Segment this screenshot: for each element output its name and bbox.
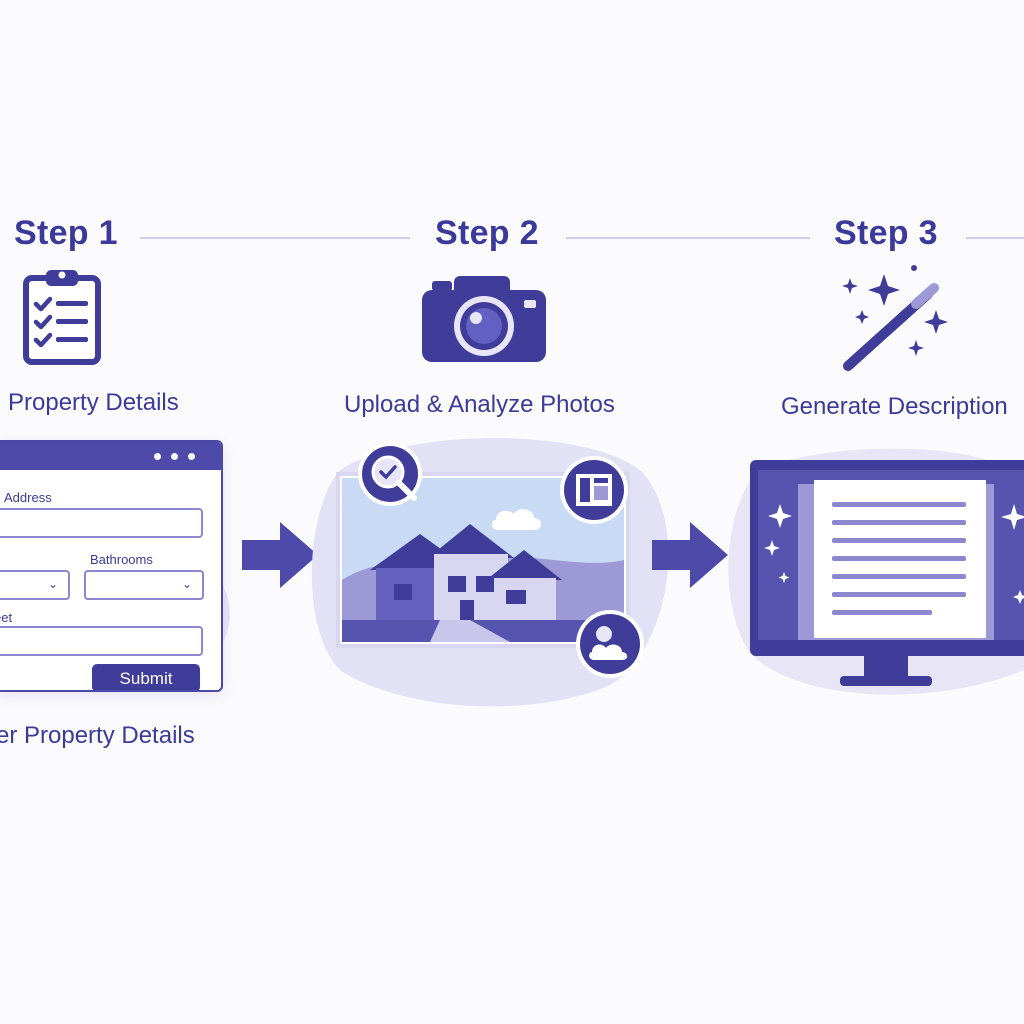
address-input[interactable] <box>0 508 203 538</box>
window-dot <box>154 453 161 460</box>
monitor-illustration <box>728 440 1024 700</box>
step-2-caption: Upload & Analyze Photos <box>344 391 615 418</box>
square-feet-label: eet <box>0 610 13 625</box>
chevron-down-icon: ⌄ <box>48 577 59 591</box>
step-2-title: Step 2 <box>435 214 539 252</box>
photo-analysis-illustration <box>310 430 680 710</box>
magic-wand-icon <box>836 264 956 374</box>
bedrooms-select[interactable]: ⌄ <box>0 570 70 600</box>
step-1-caption: Property Details <box>8 389 179 416</box>
chevron-down-icon: ⌄ <box>182 577 193 591</box>
arrow-right-icon <box>240 520 320 590</box>
property-form-window: Address s ⌄ Bathrooms ⌄ eet Submit <box>0 440 223 692</box>
window-titlebar <box>0 442 221 470</box>
camera-icon <box>420 270 548 364</box>
square-feet-input[interactable] <box>0 626 203 656</box>
divider-line <box>140 237 410 239</box>
step-3-caption: Generate Description <box>781 393 1008 420</box>
step-3-title: Step 3 <box>834 214 938 252</box>
divider-line <box>966 237 1024 239</box>
bathrooms-label: Bathrooms <box>90 552 153 567</box>
window-dot <box>188 453 195 460</box>
submit-button[interactable]: Submit <box>92 664 200 690</box>
divider-line <box>566 237 810 239</box>
clipboard-checklist-icon <box>22 266 102 366</box>
address-label: Address <box>4 490 52 505</box>
bedrooms-label: s <box>0 552 1 567</box>
bathrooms-select[interactable]: ⌄ <box>84 570 204 600</box>
step-1-title: Step 1 <box>14 214 118 252</box>
step-1-footer-caption: er Property Details <box>0 722 195 749</box>
arrow-right-icon <box>650 520 730 590</box>
window-dot <box>171 453 178 460</box>
